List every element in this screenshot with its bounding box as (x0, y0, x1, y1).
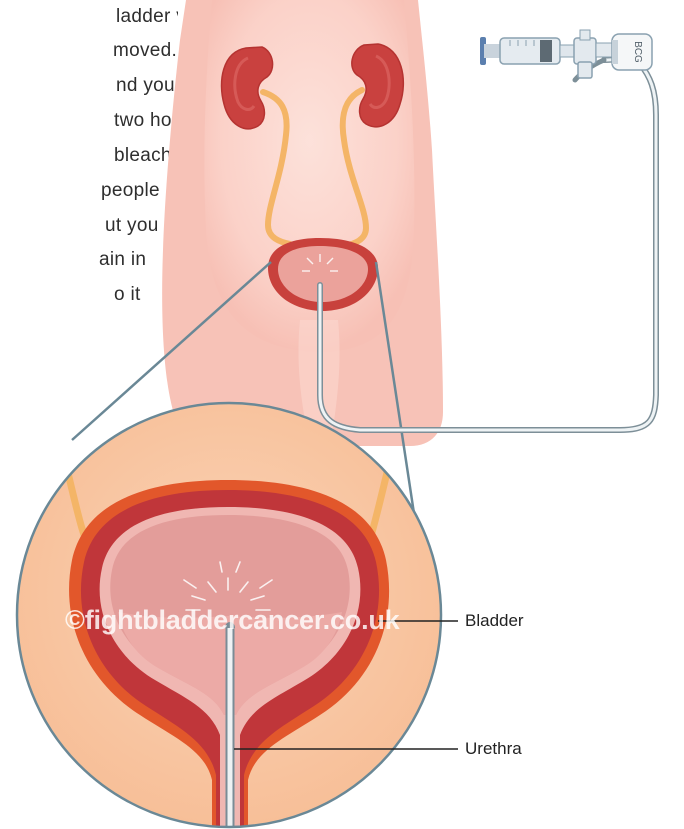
syringe (480, 30, 612, 78)
watermark: ©fightbladdercancer.co.uk (65, 605, 399, 636)
bladder-label: Bladder (465, 611, 524, 631)
bcg-vial: BCG (612, 34, 652, 70)
urethra-label: Urethra (465, 739, 522, 759)
bcg-vial-label: BCG (632, 41, 643, 63)
